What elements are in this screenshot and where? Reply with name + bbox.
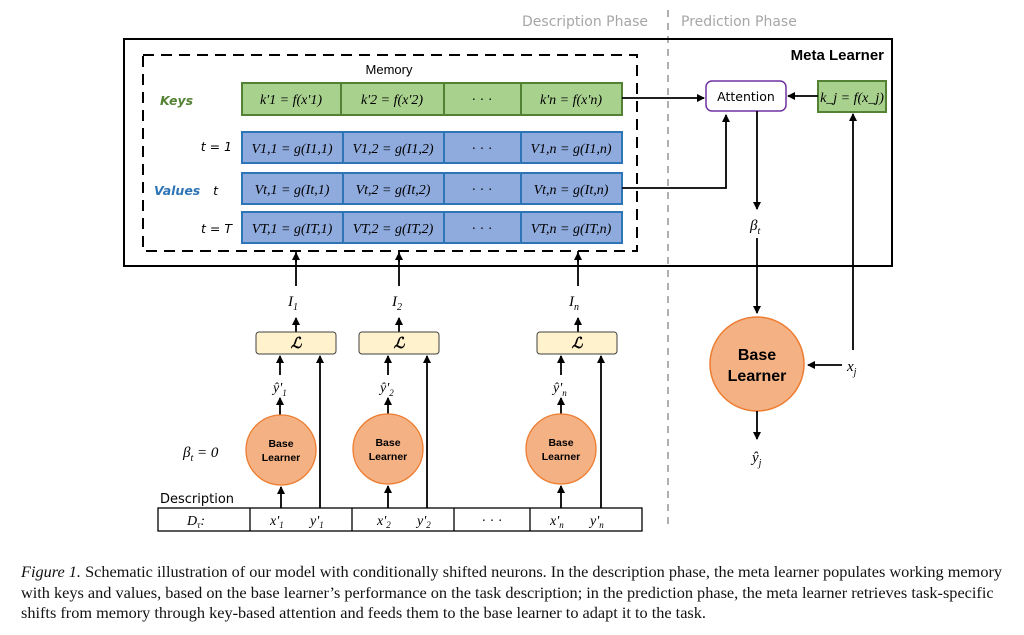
- keys-label: Keys: [160, 93, 193, 108]
- memory-title: Memory: [366, 62, 413, 77]
- yhat-label: ŷ'n: [551, 381, 567, 398]
- key-cell: [520, 82, 623, 116]
- t-label: t = T: [201, 221, 233, 236]
- description-column-1: I1 ℒ ŷ'1 Base Learner: [245, 251, 337, 508]
- values-label: Values: [154, 183, 200, 198]
- prediction-phase-label: Prediction Phase: [681, 14, 797, 30]
- I-label: I1: [287, 294, 298, 313]
- loss-box: [255, 331, 337, 355]
- values-row-1: t = 1 V1,1 = g(I1,1) V1,2 = g(I1,2) · · …: [201, 131, 623, 164]
- diagram: Description Phase Prediction Phase Meta …: [123, 10, 893, 532]
- value-cell-dots: · · ·: [472, 142, 493, 157]
- x-input-label: xj: [846, 359, 857, 378]
- description-column-2: I2 ℒ ŷ'2 Base Learner: [352, 251, 440, 508]
- value-cell: [342, 131, 445, 164]
- value-cell: [520, 131, 623, 164]
- meta-learner-box: [123, 38, 893, 267]
- attention-box: [705, 80, 787, 112]
- value-cell-text: VT,1 = g(IT,1): [252, 222, 333, 237]
- figure-label: Figure 1.: [21, 562, 81, 581]
- description-phase-label: Description Phase: [522, 14, 648, 30]
- values-to-attention-arrow: [622, 114, 730, 189]
- I-label: In: [568, 294, 579, 313]
- base-learner-label: Learner: [369, 451, 408, 463]
- base-learner-description: [352, 413, 424, 485]
- base-learner-label: Base: [548, 437, 573, 449]
- memory-box: [142, 54, 638, 252]
- loss-label: ℒ: [572, 336, 584, 352]
- value-cell-text: Vt,n = g(It,n): [534, 183, 609, 198]
- value-cell: [443, 131, 522, 164]
- values-row-t: t Vt,1 = g(It,1) Vt,2 = g(It,2) · · · Vt…: [213, 172, 623, 205]
- value-cell-dots: · · ·: [472, 183, 493, 198]
- value-cell-text: Vt,2 = g(It,2): [356, 183, 431, 198]
- value-cell: [443, 211, 522, 244]
- t-label: t: [213, 183, 219, 198]
- description-label: Description: [160, 492, 234, 507]
- attention-label: Attention: [717, 89, 775, 104]
- base-learner-label: Base: [738, 347, 776, 364]
- yhat-label: ŷ'2: [378, 381, 394, 398]
- meta-learner-title: Meta Learner: [791, 47, 885, 64]
- beta-zero-label: βt = 0: [182, 445, 219, 464]
- key-cell-text: k'2 = f(x'2): [361, 93, 423, 108]
- value-cell-text: V1,1 = g(I1,1): [252, 142, 333, 157]
- d-tau-label: Dτ:: [186, 514, 205, 530]
- loss-label: ℒ: [394, 336, 406, 352]
- value-cell: [241, 131, 344, 164]
- value-cell-text: VT,n = g(IT,n): [531, 222, 612, 237]
- value-cell: [520, 172, 623, 205]
- base-learner-label: Learner: [728, 368, 787, 385]
- t-label: t = 1: [201, 139, 232, 154]
- loss-box: [536, 331, 618, 355]
- base-learner-label: Learner: [262, 452, 301, 464]
- value-cell-text: Vt,1 = g(It,1): [255, 183, 330, 198]
- base-learner-label: Base: [268, 438, 293, 450]
- loss-box: [358, 331, 440, 355]
- key-cell-dots: · · ·: [472, 93, 493, 108]
- values-row-T: t = T VT,1 = g(IT,1) VT,2 = g(IT,2) · · …: [201, 211, 623, 244]
- beta-label: βt: [749, 218, 760, 237]
- key-cell-text: k'1 = f(x'1): [260, 93, 322, 108]
- table-dots: · · ·: [482, 514, 503, 529]
- value-cell: [520, 211, 623, 244]
- key-cell: [340, 82, 445, 116]
- description-column-n: In ℒ ŷ'n Base Learner: [525, 251, 618, 508]
- keys-row: k'1 = f(x'1) k'2 = f(x'2) · · · k'n = f(…: [241, 82, 623, 116]
- value-cell-text: VT,2 = g(IT,2): [353, 222, 434, 237]
- I-label: I2: [391, 294, 402, 313]
- value-cell: [342, 211, 445, 244]
- figure-caption: Figure 1. Schematic illustration of our …: [21, 562, 1011, 624]
- base-learner-prediction: [709, 316, 805, 412]
- base-learner-label: Base: [375, 437, 400, 449]
- description-table: Dτ: x'1 y'1 x'2 y'2 · · · x'n y'n: [157, 507, 643, 532]
- base-learner-description: [525, 413, 597, 485]
- yhat-label: ŷ'1: [271, 381, 287, 398]
- query-key-label: k_j = f(x_j): [820, 91, 884, 106]
- value-cell-text: V1,n = g(I1,n): [531, 142, 612, 157]
- value-cell-text: V1,2 = g(I1,2): [353, 142, 434, 157]
- loss-label: ℒ: [291, 336, 303, 352]
- value-cell-dots: · · ·: [472, 222, 493, 237]
- caption-text: Schematic illustration of our model with…: [21, 562, 1003, 622]
- base-learner-description: [245, 414, 317, 486]
- base-learner-label: Learner: [542, 451, 581, 463]
- description-table-border: [157, 507, 643, 532]
- key-cell-text: k'n = f(x'n): [540, 93, 602, 108]
- query-key-box: [817, 80, 887, 113]
- y-output-label: ŷj: [750, 450, 762, 469]
